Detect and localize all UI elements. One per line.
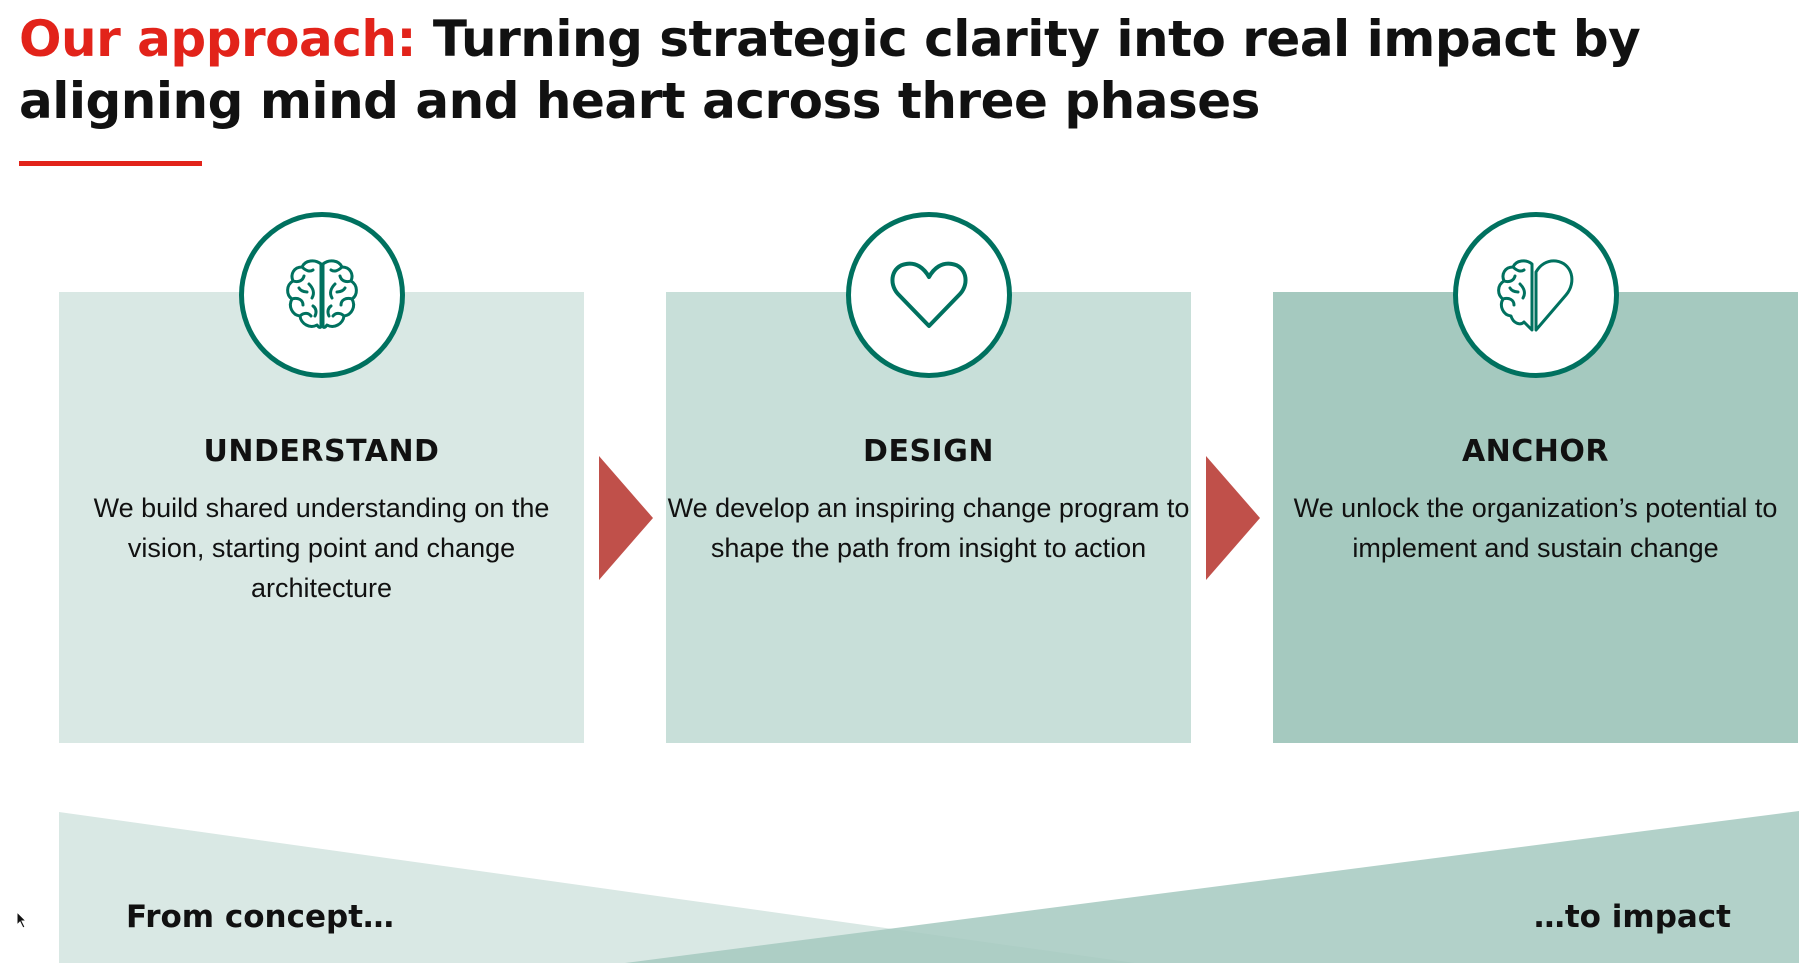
page-title: Our approach: Turning strategic clarity … [19, 8, 1719, 132]
brain-icon [239, 212, 405, 378]
from-concept-label: From concept… [126, 899, 395, 935]
phase-description: We develop an inspiring change program t… [667, 493, 1190, 563]
concept-wedge [59, 812, 1135, 963]
to-impact-label: …to impact [1533, 899, 1731, 935]
phase-heading: DESIGN [863, 434, 994, 469]
impact-wedge [625, 811, 1799, 963]
title-text: Turning strategic clarity into real impa… [19, 10, 1641, 130]
title-accent: Our approach: [19, 10, 416, 68]
brain-heart-icon [1453, 212, 1619, 378]
heart-icon [846, 212, 1012, 378]
phase-description: We build shared understanding on the vis… [93, 493, 550, 603]
phase-heading: ANCHOR [1461, 434, 1610, 469]
phase-description: We unlock the organization’s potential t… [1293, 493, 1778, 563]
title-underline [19, 161, 202, 166]
mouse-cursor-icon [16, 911, 28, 929]
chevron-right-icon [599, 456, 653, 580]
chevron-right-icon [1206, 456, 1260, 580]
phase-heading: UNDERSTAND [203, 434, 440, 469]
